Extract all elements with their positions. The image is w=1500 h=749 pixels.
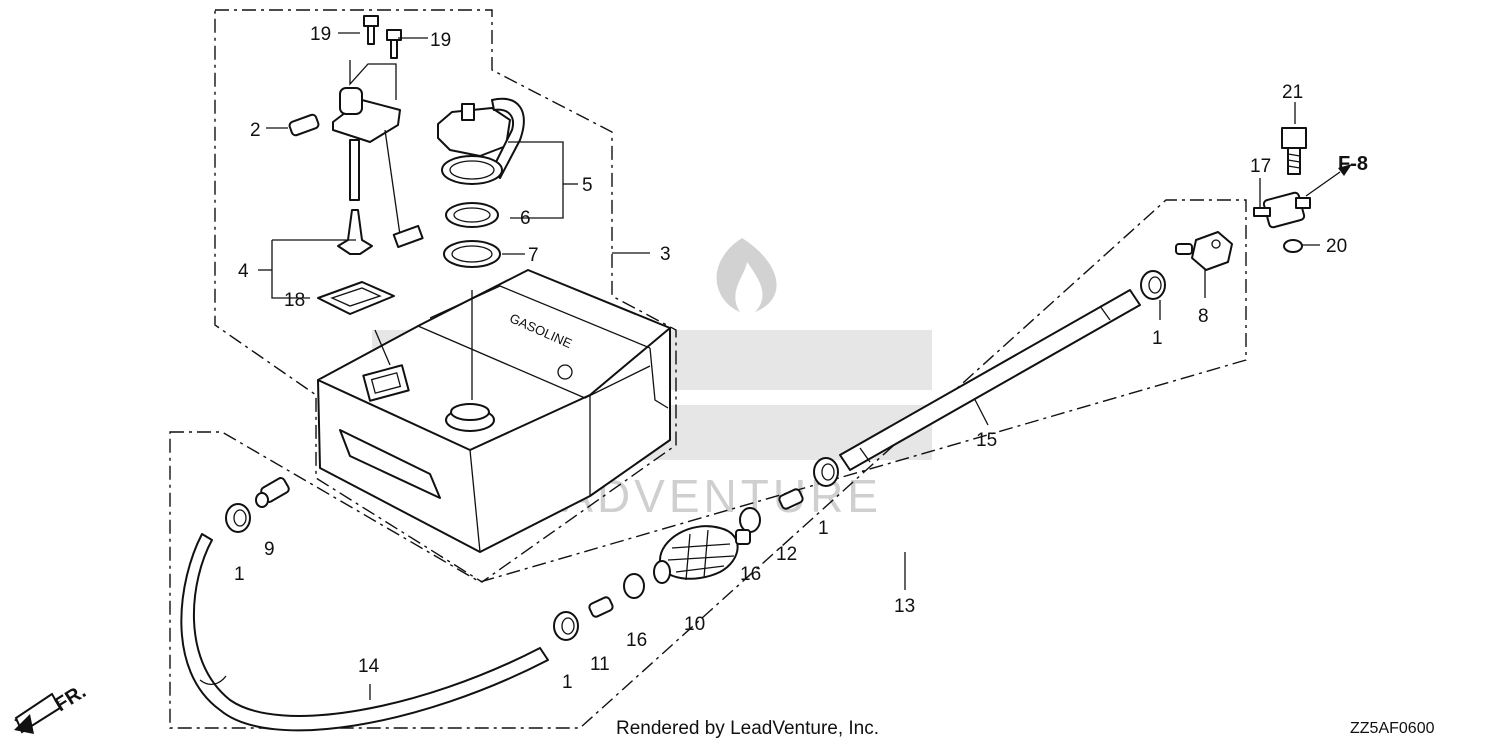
fuel-valve-17 (1253, 164, 1352, 229)
fuel-cap-5 (437, 97, 525, 185)
callout-1-lower: 1 (562, 672, 573, 693)
callout-16-right: 16 (740, 564, 761, 585)
joint-11 (588, 596, 614, 618)
hose-clamp-1-upper (1140, 270, 1166, 300)
joint-12 (778, 488, 804, 510)
bolt-19-right (386, 29, 402, 59)
callout-2: 2 (250, 120, 261, 141)
hose-clamp-1-lower (553, 611, 579, 641)
primer-bulb-10 (653, 525, 751, 584)
callout-9: 9 (264, 539, 275, 560)
fitting-2 (288, 113, 320, 137)
callout-20: 20 (1326, 236, 1347, 257)
callout-5: 5 (582, 175, 593, 196)
callout-1-mid: 1 (818, 518, 829, 539)
strainer-7 (443, 240, 501, 268)
callout-13: 13 (894, 596, 915, 617)
bolt-19-left (363, 15, 379, 45)
hose-clamp-1-left (225, 503, 251, 533)
callout-14: 14 (358, 656, 380, 677)
reference-arrow-icon (1338, 164, 1352, 176)
washer-20 (1283, 239, 1303, 253)
callout-7: 7 (528, 245, 539, 266)
joint-8 (1175, 231, 1233, 271)
callout-19-left: 19 (310, 24, 331, 45)
seal-6 (445, 202, 499, 228)
callout-10: 10 (684, 614, 705, 635)
callout-19-right: 19 (430, 30, 451, 51)
cushion-16-right (739, 507, 761, 533)
render-credit: Rendered by LeadVenture, Inc. (616, 718, 880, 739)
tank-group-outline (214, 9, 677, 583)
front-direction-arrow (14, 692, 62, 734)
callout-18: 18 (284, 290, 305, 311)
callout-15: 15 (976, 430, 997, 451)
callout-11: 11 (590, 654, 610, 675)
hose-clamp-1-mid (813, 457, 839, 487)
callout-16-left: 16 (626, 630, 647, 651)
reference-label-f8: F-8 (1338, 153, 1368, 175)
joint-9 (255, 477, 290, 508)
callout-6: 6 (520, 208, 531, 229)
callout-21: 21 (1282, 82, 1303, 103)
callout-4: 4 (238, 261, 249, 282)
callout-1-upper: 1 (1152, 328, 1163, 349)
diagram-code: ZZ5AF0600 (1350, 720, 1435, 737)
callout-1-left: 1 (234, 564, 245, 585)
fuel-gauge-sender (332, 87, 424, 255)
callout-12: 12 (776, 544, 797, 565)
fuel-hose-14 (180, 533, 549, 732)
cushion-16-left (623, 573, 645, 599)
fuel-tank: GASOLINE (317, 269, 671, 553)
bolt-21 (1281, 127, 1307, 175)
callout-17: 17 (1250, 156, 1271, 177)
callout-3: 3 (660, 244, 671, 265)
callout-8: 8 (1198, 306, 1209, 327)
fuel-tube-15 (839, 289, 1141, 471)
gasket-18 (317, 281, 395, 315)
